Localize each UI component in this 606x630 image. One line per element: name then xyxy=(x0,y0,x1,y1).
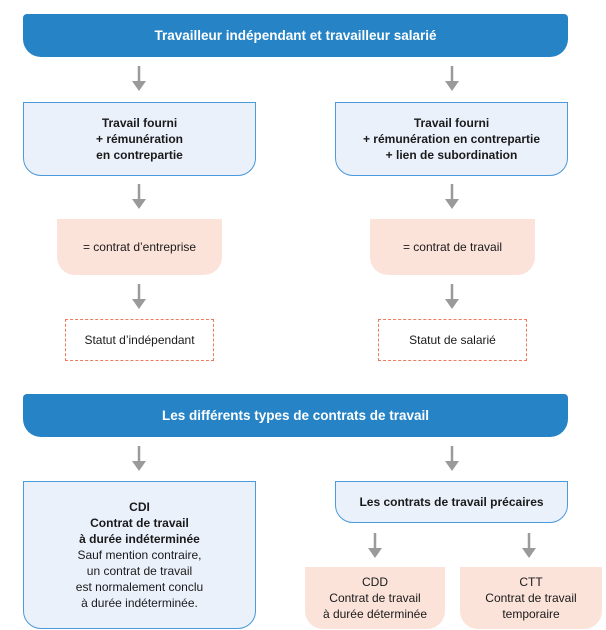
cdi-text: un contrat de travail xyxy=(86,564,193,578)
status-label: Statut de salarié xyxy=(409,333,496,347)
box-line: + rémunération xyxy=(95,132,184,146)
ctt-box: CTT Contrat de travail temporaire xyxy=(460,567,602,629)
cdi-text: à durée indéterminée. xyxy=(81,596,198,610)
independent-work-box: Travail fourni + rémunération en contrep… xyxy=(23,102,256,176)
box-line: Travail fourni xyxy=(413,116,490,130)
arrow-down-icon xyxy=(445,184,459,210)
cdd-text: à durée déterminée xyxy=(322,607,428,621)
arrow-down-icon xyxy=(445,66,459,92)
independent-status-box: Statut d’indépendant xyxy=(65,319,214,361)
ctt-text: Contrat de travail xyxy=(485,591,577,605)
cdi-box: CDI Contrat de travail à durée indétermi… xyxy=(23,481,256,629)
arrow-down-icon xyxy=(132,446,146,472)
salaried-status-box: Statut de salarié xyxy=(378,319,527,361)
section1-header: Travailleur indépendant et travailleur s… xyxy=(23,14,568,57)
contract-label: = contrat d’entreprise xyxy=(82,240,197,254)
arrow-down-icon xyxy=(368,533,382,559)
box-line: Travail fourni xyxy=(101,116,178,130)
enterprise-contract-box: = contrat d’entreprise xyxy=(57,219,222,275)
cdd-text: Contrat de travail xyxy=(329,591,421,605)
arrow-down-icon xyxy=(132,184,146,210)
box-line: + lien de subordination xyxy=(385,148,518,162)
section2-header: Les différents types de contrats de trav… xyxy=(23,394,568,437)
ctt-title: CTT xyxy=(519,575,543,589)
cdi-text: Sauf mention contraire, xyxy=(77,548,202,562)
box-line: en contrepartie xyxy=(96,148,183,162)
salaried-work-box: Travail fourni + rémunération en contrep… xyxy=(335,102,568,176)
cdi-subtitle: Contrat de travail xyxy=(90,516,189,530)
cdd-box: CDD Contrat de travail à durée déterminé… xyxy=(305,567,445,629)
precarious-contracts-box: Les contrats de travail précaires xyxy=(335,481,568,523)
box-line: + rémunération en contrepartie xyxy=(362,132,541,146)
arrow-down-icon xyxy=(132,284,146,310)
contract-label: = contrat de travail xyxy=(402,240,503,254)
status-label: Statut d’indépendant xyxy=(84,333,195,347)
precarious-label: Les contrats de travail précaires xyxy=(359,495,544,509)
arrow-down-icon xyxy=(522,533,536,559)
cdi-text: est normalement conclu xyxy=(75,580,204,594)
ctt-text: temporaire xyxy=(502,607,560,621)
cdi-subtitle: à durée indéterminée xyxy=(79,532,200,546)
cdi-title: CDI xyxy=(129,500,150,514)
arrow-down-icon xyxy=(445,284,459,310)
work-contract-box: = contrat de travail xyxy=(370,219,535,275)
arrow-down-icon xyxy=(445,446,459,472)
arrow-down-icon xyxy=(132,66,146,92)
cdd-title: CDD xyxy=(362,575,388,589)
